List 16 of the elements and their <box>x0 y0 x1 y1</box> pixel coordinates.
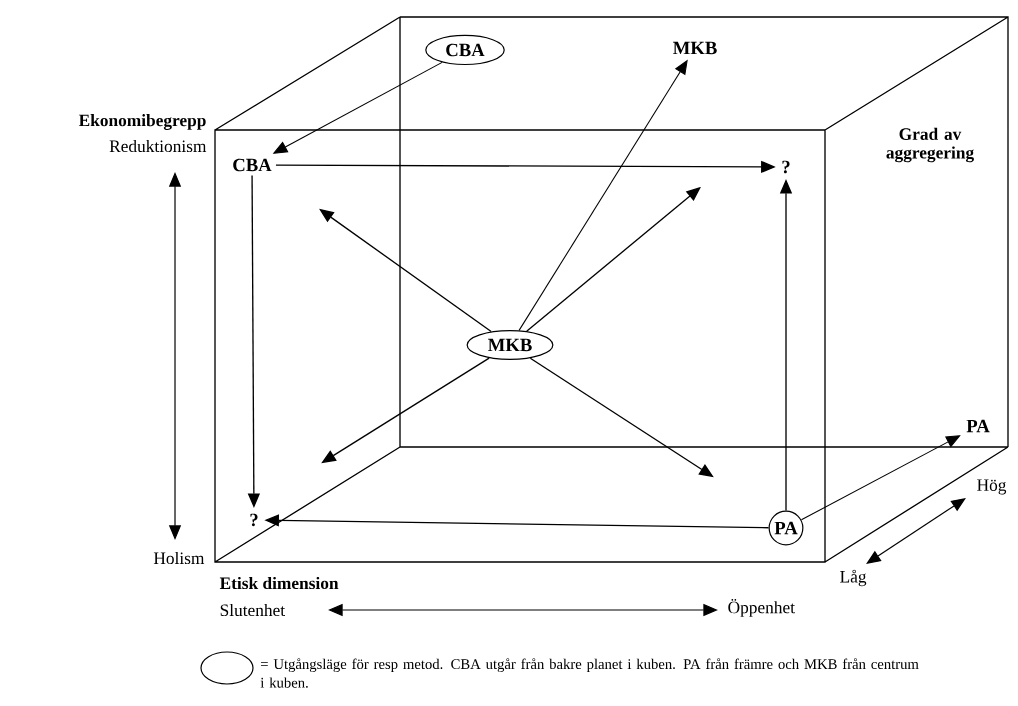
node-label: CBA <box>233 158 272 172</box>
legend-text: = Utgångsläge för resp metod. CBA utgår från bakre planet i kuben. PA från främre och MKB från centrum i kuben. <box>260 658 919 688</box>
axis-label: Holism <box>153 551 205 565</box>
axis-label: Låg <box>840 569 867 587</box>
node-label: MKB <box>673 41 717 55</box>
axis-label: Hög <box>977 479 1007 495</box>
axis-label: Ekonomibegrepp <box>78 114 206 130</box>
axis-label: Slutenhet <box>220 603 285 617</box>
arrow <box>800 435 961 521</box>
node-label: ? <box>782 160 790 174</box>
axis-label: Grad av aggregering <box>886 127 974 163</box>
node-label: ? <box>250 513 258 527</box>
axis-label: Reduktionism <box>109 139 207 153</box>
axis-label: Öppenhet <box>728 599 795 617</box>
node-label: PA <box>966 419 990 433</box>
axis-label: Etisk dimension <box>219 576 339 590</box>
